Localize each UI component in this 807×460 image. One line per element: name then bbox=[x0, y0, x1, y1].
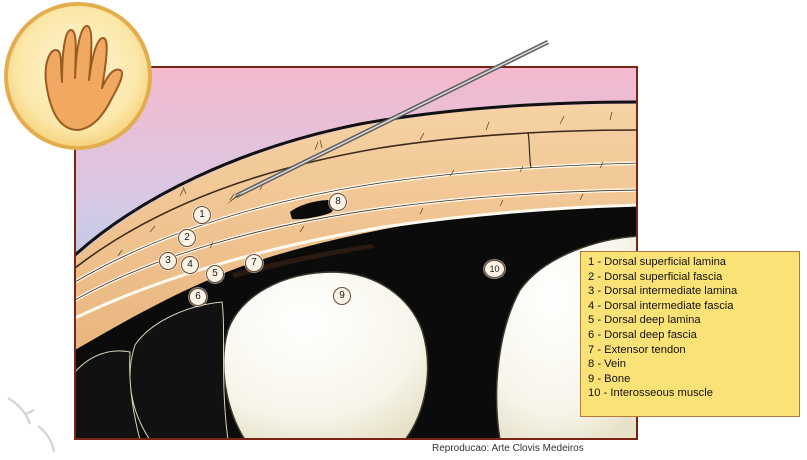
legend-item: 4 - Dorsal intermediate fascia bbox=[588, 299, 799, 314]
legend-item: 2 - Dorsal superficial fascia bbox=[588, 270, 799, 285]
marker-8: 8 bbox=[329, 193, 347, 211]
bone-shape bbox=[224, 272, 428, 440]
legend-item: 5 - Dorsal deep lamina bbox=[588, 313, 799, 328]
marker-7: 7 bbox=[245, 254, 263, 272]
marker-3: 3 bbox=[159, 252, 177, 270]
legend-item: 9 - Bone bbox=[588, 372, 799, 387]
legend-item: 10 - Interosseous muscle bbox=[588, 386, 799, 401]
legend-item: 1 - Dorsal superficial lamina bbox=[588, 255, 799, 270]
hand-badge bbox=[6, 4, 150, 148]
marker-5: 5 bbox=[206, 265, 224, 283]
marker-10: 10 bbox=[484, 260, 505, 278]
cross-section bbox=[75, 67, 640, 440]
watermark-mark bbox=[8, 398, 54, 452]
legend-box: 1 - Dorsal superficial lamina 2 - Dorsal… bbox=[580, 251, 800, 417]
legend-item: 3 - Dorsal intermediate lamina bbox=[588, 284, 799, 299]
marker-6: 6 bbox=[189, 288, 207, 306]
marker-2: 2 bbox=[178, 229, 196, 247]
legend-item: 8 - Vein bbox=[588, 357, 799, 372]
legend-item: 6 - Dorsal deep fascia bbox=[588, 328, 799, 343]
marker-9: 9 bbox=[333, 287, 351, 305]
marker-1: 1 bbox=[193, 206, 211, 224]
marker-4: 4 bbox=[181, 256, 199, 274]
image-credit: Reproducao: Arte Clovis Medeiros bbox=[432, 443, 584, 454]
legend-item: 7 - Extensor tendon bbox=[588, 343, 799, 358]
